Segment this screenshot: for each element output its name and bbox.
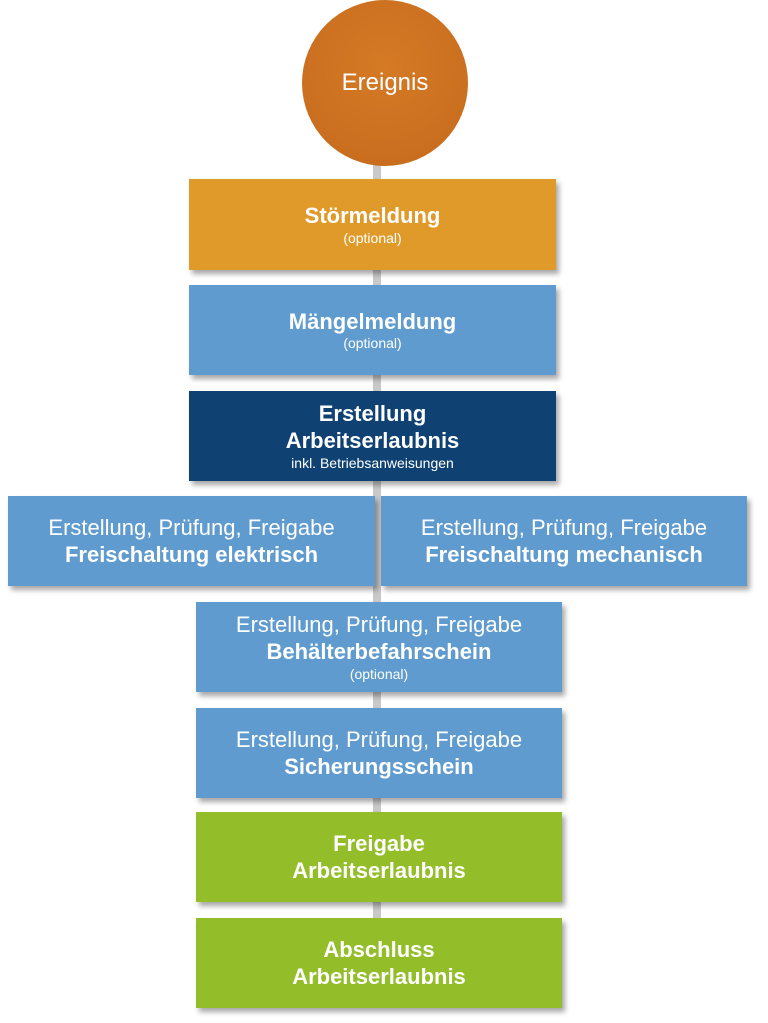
step-sicherungsschein: Erstellung, Prüfung, Freigabe Sicherungs… bbox=[196, 708, 562, 798]
step-abschluss-arbeitserlaubnis: Abschluss Arbeitserlaubnis bbox=[196, 918, 562, 1008]
step-title: Freischaltung mechanisch bbox=[425, 542, 703, 567]
event-label: Ereignis bbox=[341, 69, 429, 96]
step-title: Freischaltung elektrisch bbox=[64, 542, 319, 567]
step-title: Mängelmeldung bbox=[288, 308, 457, 334]
step-title-line1: Freigabe bbox=[333, 830, 425, 856]
step-note: (optional) bbox=[343, 229, 402, 246]
step-prefix: Erstellung, Prüfung, Freigabe bbox=[235, 611, 523, 637]
step-prefix: Erstellung, Prüfung, Freigabe bbox=[48, 514, 335, 540]
step-note: inkl. Betriebsanweisungen bbox=[291, 454, 454, 471]
step-freischaltung-elektrisch: Erstellung, Prüfung, Freigabe Freischalt… bbox=[8, 496, 375, 586]
step-freischaltung-mechanisch: Erstellung, Prüfung, Freigabe Freischalt… bbox=[381, 496, 747, 586]
step-title-line2: Arbeitserlaubnis bbox=[292, 858, 466, 883]
step-stoermeldung: Störmeldung (optional) bbox=[189, 179, 556, 270]
event-circle: Ereignis bbox=[302, 0, 468, 166]
step-erstellung-arbeitserlaubnis: Erstellung Arbeitserlaubnis inkl. Betrie… bbox=[189, 391, 556, 481]
step-prefix: Erstellung, Prüfung, Freigabe bbox=[420, 514, 708, 540]
step-title-line2: Arbeitserlaubnis bbox=[292, 964, 466, 989]
step-title-line2: Arbeitserlaubnis bbox=[285, 428, 460, 454]
step-behaelterbefahrschein: Erstellung, Prüfung, Freigabe Behälterbe… bbox=[196, 602, 562, 692]
step-note: (optional) bbox=[349, 665, 409, 682]
step-maengelmeldung: Mängelmeldung (optional) bbox=[189, 285, 556, 375]
step-title: Behälterbefahrschein bbox=[266, 639, 492, 665]
step-freigabe-arbeitserlaubnis: Freigabe Arbeitserlaubnis bbox=[196, 812, 562, 902]
connector-line bbox=[373, 150, 381, 940]
step-note: (optional) bbox=[343, 335, 402, 351]
step-title: Sicherungsschein bbox=[284, 754, 474, 779]
step-prefix: Erstellung, Prüfung, Freigabe bbox=[235, 726, 523, 752]
step-title: Störmeldung bbox=[304, 203, 441, 228]
step-title-line1: Erstellung bbox=[318, 400, 427, 426]
step-title-line1: Abschluss bbox=[323, 936, 435, 962]
